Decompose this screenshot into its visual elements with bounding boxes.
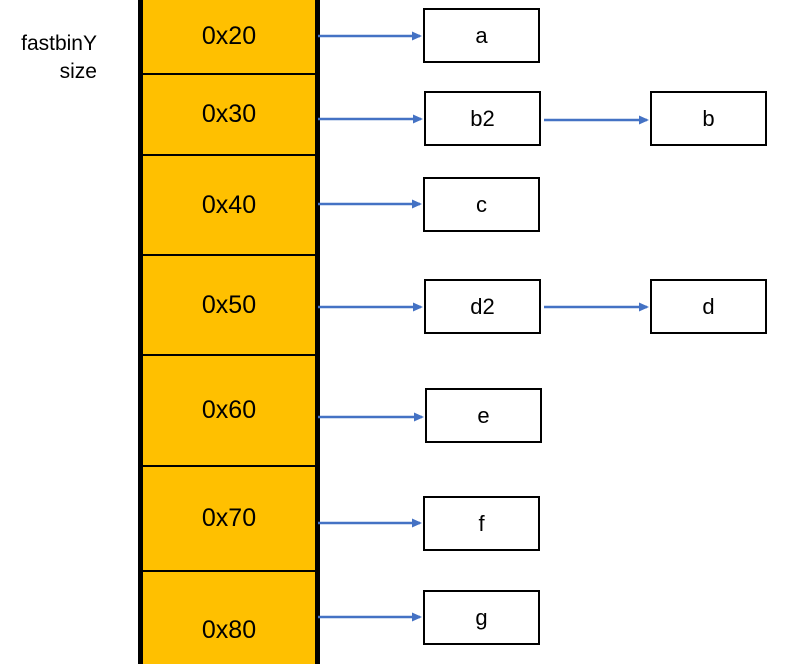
chunk-a: a bbox=[423, 8, 540, 63]
bin-size-label: 0x60 bbox=[201, 396, 257, 424]
bin-size-label: 0x40 bbox=[201, 190, 257, 219]
fastbin-bin-0x20: 0x20 bbox=[143, 0, 315, 75]
chunk-e: e bbox=[425, 388, 542, 443]
chunk-d2: d2 bbox=[424, 279, 541, 334]
bin-size-label: 0x80 bbox=[201, 615, 257, 644]
fastbin-bin-0x70: 0x70 bbox=[143, 467, 315, 572]
chunk-d: d bbox=[650, 279, 767, 334]
fastbin-bin-0x40: 0x40 bbox=[143, 156, 315, 256]
chunk-label: e bbox=[477, 402, 490, 428]
chunk-label: a bbox=[475, 22, 488, 48]
chunk-label: g bbox=[475, 604, 488, 630]
chunk-f: f bbox=[423, 496, 540, 551]
chunk-b: b bbox=[650, 91, 767, 146]
chunk-label: f bbox=[478, 510, 485, 536]
chunk-b2: b2 bbox=[424, 91, 541, 146]
bin-size-label: 0x20 bbox=[201, 22, 257, 50]
chunk-c: c bbox=[423, 177, 540, 232]
fastbin-bin-0x30: 0x30 bbox=[143, 75, 315, 156]
chunk-label: d2 bbox=[470, 293, 495, 319]
chunk-label: c bbox=[476, 191, 487, 217]
chunk-label: d bbox=[702, 293, 715, 319]
bin-size-label: 0x30 bbox=[201, 100, 257, 128]
fastbin-size-column: 0x20 0x30 0x40 0x50 0x60 0x70 0x80 bbox=[138, 0, 320, 664]
fastbin-bin-0x60: 0x60 bbox=[143, 356, 315, 467]
bin-size-label: 0x50 bbox=[201, 290, 257, 319]
diagram-title: fastbinY size bbox=[21, 32, 97, 83]
chunk-label: b2 bbox=[470, 105, 495, 131]
fastbin-bin-0x80: 0x80 bbox=[143, 572, 315, 664]
chunk-label: b bbox=[702, 105, 715, 131]
fastbin-bin-0x50: 0x50 bbox=[143, 256, 315, 356]
bin-size-label: 0x70 bbox=[201, 504, 257, 532]
chunk-g: g bbox=[423, 590, 540, 645]
